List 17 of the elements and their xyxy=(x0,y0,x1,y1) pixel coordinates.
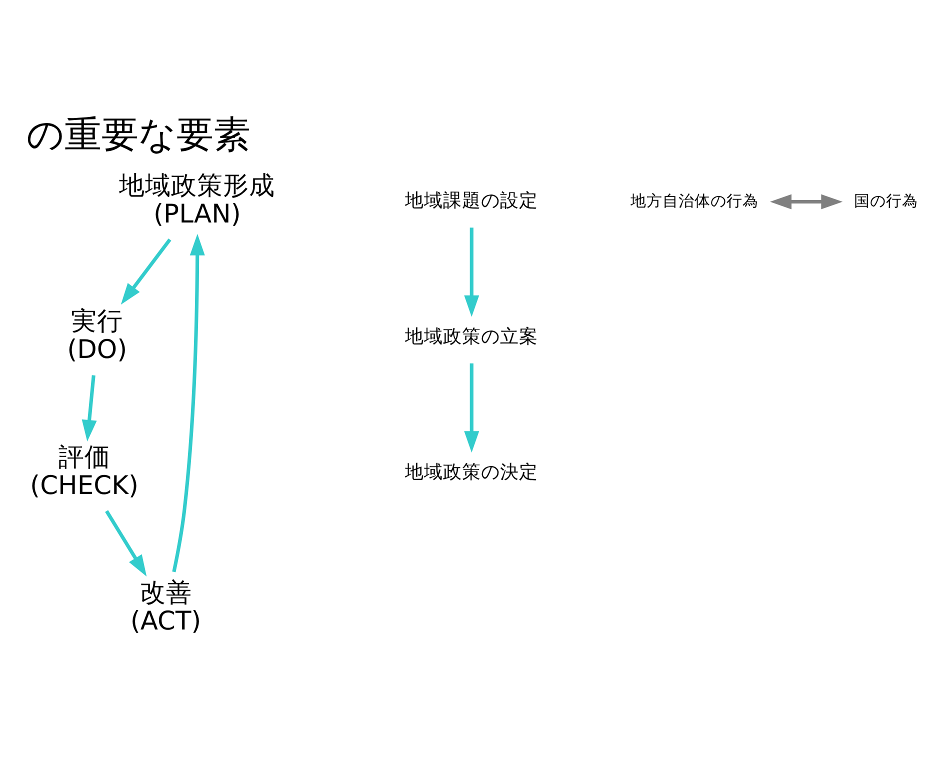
node-text: 地域課題の設定 xyxy=(405,190,538,212)
arrow xyxy=(464,227,480,316)
node-text: 国の行為 xyxy=(854,190,918,210)
arrow xyxy=(172,233,205,572)
arrow xyxy=(105,510,147,576)
arrow xyxy=(464,362,480,452)
node-text: 地方自治体の行為 xyxy=(630,190,759,210)
arrow xyxy=(82,374,97,441)
node-text: 地域政策形成 (PLAN) xyxy=(119,170,276,229)
node-text: 地域政策の決定 xyxy=(405,462,538,483)
diagram-title: の重要な要素 xyxy=(26,112,251,156)
arrow xyxy=(770,194,843,209)
node-text: 実行 (DO) xyxy=(67,306,128,365)
arrow xyxy=(120,238,172,304)
node-text: 評価 (CHECK) xyxy=(30,442,139,500)
node-text: 地域政策の立案 xyxy=(405,326,538,347)
node-text: 改善 (ACT) xyxy=(130,578,202,636)
